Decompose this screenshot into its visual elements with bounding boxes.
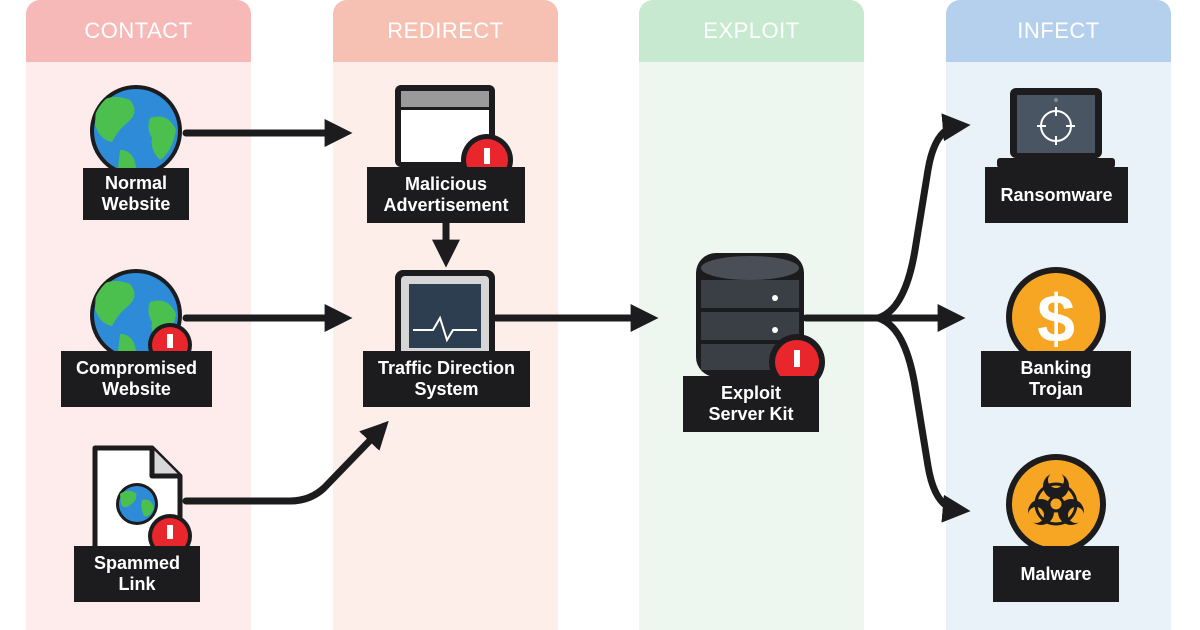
flow-arrows bbox=[182, 113, 971, 523]
label-traffic-direction-system: Traffic Direction System bbox=[363, 351, 530, 407]
globe-alert-icon bbox=[90, 269, 192, 367]
column-title: CONTACT bbox=[84, 18, 193, 43]
label-ransomware: Ransomware bbox=[985, 167, 1128, 223]
column-title: EXPLOIT bbox=[703, 18, 800, 43]
label-malware: Malware bbox=[993, 546, 1119, 602]
biohazard-icon bbox=[1006, 454, 1106, 554]
label-compromised-website: Compromised Website bbox=[61, 351, 212, 407]
dollar-coin-icon: $ bbox=[1006, 267, 1106, 367]
database-server-alert-icon bbox=[696, 253, 825, 390]
label-banking-trojan: Banking Trojan bbox=[981, 351, 1131, 407]
arrow-kit-to-malware bbox=[874, 314, 971, 523]
column-infect-header: INFECT bbox=[946, 0, 1171, 62]
arrow-kit-to-ransomware bbox=[874, 113, 971, 322]
document-globe-icon bbox=[92, 445, 192, 558]
svg-text:$: $ bbox=[1037, 281, 1075, 357]
column-contact-header: CONTACT bbox=[26, 0, 251, 62]
label-exploit-server-kit: Exploit Server Kit bbox=[683, 376, 819, 432]
column-title: REDIRECT bbox=[387, 18, 504, 43]
monitor-pulse-icon bbox=[395, 270, 495, 362]
column-title: INFECT bbox=[1017, 18, 1100, 43]
globe-icon bbox=[90, 85, 182, 177]
label-malicious-advertisement: Malicious Advertisement bbox=[367, 167, 525, 223]
column-redirect-header: REDIRECT bbox=[333, 0, 558, 62]
arrow-spam-to-tds bbox=[182, 420, 389, 505]
label-normal-website: Normal Website bbox=[83, 168, 189, 220]
label-spammed-link: Spammed Link bbox=[74, 546, 200, 602]
column-exploit-header: EXPLOIT bbox=[639, 0, 864, 62]
laptop-target-icon bbox=[997, 88, 1115, 168]
